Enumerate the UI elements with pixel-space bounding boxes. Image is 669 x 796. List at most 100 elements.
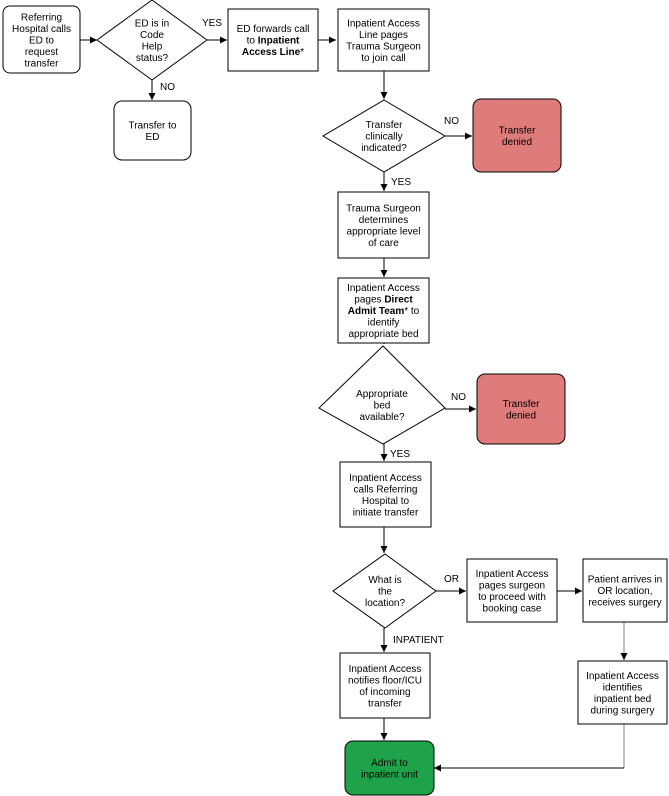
- ed-code-help-line-2-seg-0: Help: [142, 41, 163, 52]
- edge-labels: YES NO NO YES NO YES OR INPATIENT: [160, 18, 466, 646]
- transfer-to-ed-line-0-seg-0: Transfer to: [129, 120, 177, 131]
- node-ia-notifies-floor-box: [339, 652, 431, 719]
- ed-code-help-line-0-seg-0: ED is in: [135, 18, 169, 29]
- referring-line-4-seg-0: transfer: [25, 59, 60, 70]
- label-bed-yes: YES: [390, 449, 410, 460]
- ed-forwards-line-1-seg-1: Inpatient: [258, 36, 300, 47]
- node-transfer-to-ed-box: [113, 100, 192, 161]
- admit-line-0-seg-0: Admit to: [371, 758, 408, 769]
- patient-arrives-or-line-1-seg-0: OR location,: [597, 586, 652, 597]
- trauma-determines-line-3-seg-0: of care: [368, 238, 399, 249]
- connectors: [80, 36, 628, 772]
- label-bed-no: NO: [451, 392, 466, 403]
- ia-calls-referring-line-2-seg-0: Hospital to: [362, 496, 410, 507]
- decision-code-help-diamond: [96, 0, 208, 81]
- admit-line-1-seg-0: inpatient unit: [361, 769, 418, 780]
- node-transfer-denied-2-box: [476, 373, 566, 445]
- node-referring-box: [2, 5, 81, 74]
- ia-notifies-floor-line-2-seg-0: of incoming: [359, 687, 410, 698]
- label-codehelp-no: NO: [160, 82, 175, 93]
- transfer-denied-2-line-1-seg-0: denied: [506, 410, 536, 421]
- ia-pages-trauma-line-3-seg-0: to join call: [361, 53, 405, 64]
- ia-identifies-bed-line-3-seg-0: during surgery: [591, 705, 655, 716]
- transfer-denied-1-line-0-seg-0: Transfer: [499, 125, 537, 136]
- label-indicated-no: NO: [444, 116, 459, 127]
- node-patient-arrives-or-box: [582, 558, 668, 623]
- ia-pages-direct-admit-line-2-seg-0: Admit Team: [348, 306, 405, 317]
- ed-forwards-line-0-seg-0: ED forwards call: [237, 24, 310, 35]
- ia-calls-referring-line-0-seg-0: Inpatient Access: [349, 473, 422, 484]
- ed-forwards-line-2-seg-1: *: [300, 47, 304, 58]
- ia-pages-direct-admit-line-2-seg-1: * to: [404, 306, 419, 317]
- ia-pages-surgeon-line-1-seg-0: pages surgeon: [479, 580, 545, 591]
- label-location-inpatient: INPATIENT: [393, 635, 444, 646]
- patient-arrives-or-line-0-seg-0: Patient arrives in: [588, 575, 662, 586]
- ia-pages-direct-admit-line-4-seg-0: appropriate bed: [348, 329, 418, 340]
- node-trauma-determines-box: [337, 191, 430, 259]
- ia-pages-direct-admit-line-1-seg-1: Direct: [384, 295, 413, 306]
- ia-notifies-floor-line-1-seg-0: notifies floor/ICU: [348, 675, 422, 686]
- ia-pages-direct-admit-line-3-seg-0: identify: [368, 318, 400, 329]
- transfer-indicated-line-1-seg-0: clinically: [365, 132, 402, 143]
- ia-identifies-bed-line-2-seg-0: inpatient bed: [594, 694, 651, 705]
- ed-forwards-line-1-seg-0: to: [247, 36, 258, 47]
- bed-available-line-1-seg-0: bed: [374, 401, 391, 412]
- ia-calls-referring-line-3-seg-0: initiate transfer: [353, 507, 419, 518]
- what-location-line-1-seg-0: the: [378, 587, 392, 598]
- referring-line-0-seg-0: Referring: [21, 13, 62, 24]
- node-ia-identifies-bed-box: [577, 660, 668, 725]
- transfer-indicated-line-2-seg-0: indicated?: [361, 143, 407, 154]
- referring-line-2-seg-0: ED to: [29, 36, 54, 47]
- what-location-line-0-seg-0: What is: [368, 575, 401, 586]
- what-location-line-2-seg-0: location?: [365, 598, 405, 609]
- transfer-denied-2-line-0-seg-0: Transfer: [503, 399, 541, 410]
- ia-pages-direct-admit-line-1-seg-0: pages: [354, 295, 384, 306]
- ia-notifies-floor-line-3-seg-0: transfer: [368, 698, 403, 709]
- ia-calls-referring-line-1-seg-0: calls Referring: [354, 484, 418, 495]
- bed-available-line-2-seg-0: available?: [359, 412, 404, 423]
- ed-forwards-line-2-seg-0: Access Line: [242, 47, 301, 58]
- node-ia-calls-referring-box: [339, 461, 432, 528]
- decision-indicated-diamond: [322, 99, 446, 173]
- bed-available-line-0-seg-0: Appropriate: [356, 389, 408, 400]
- node-ed-forwards-box: [227, 8, 319, 72]
- node-ia-pages-trauma-box: [337, 8, 430, 72]
- decision-location-diamond: [332, 553, 437, 629]
- transfer-to-ed-line-1-seg-0: ED: [146, 132, 160, 143]
